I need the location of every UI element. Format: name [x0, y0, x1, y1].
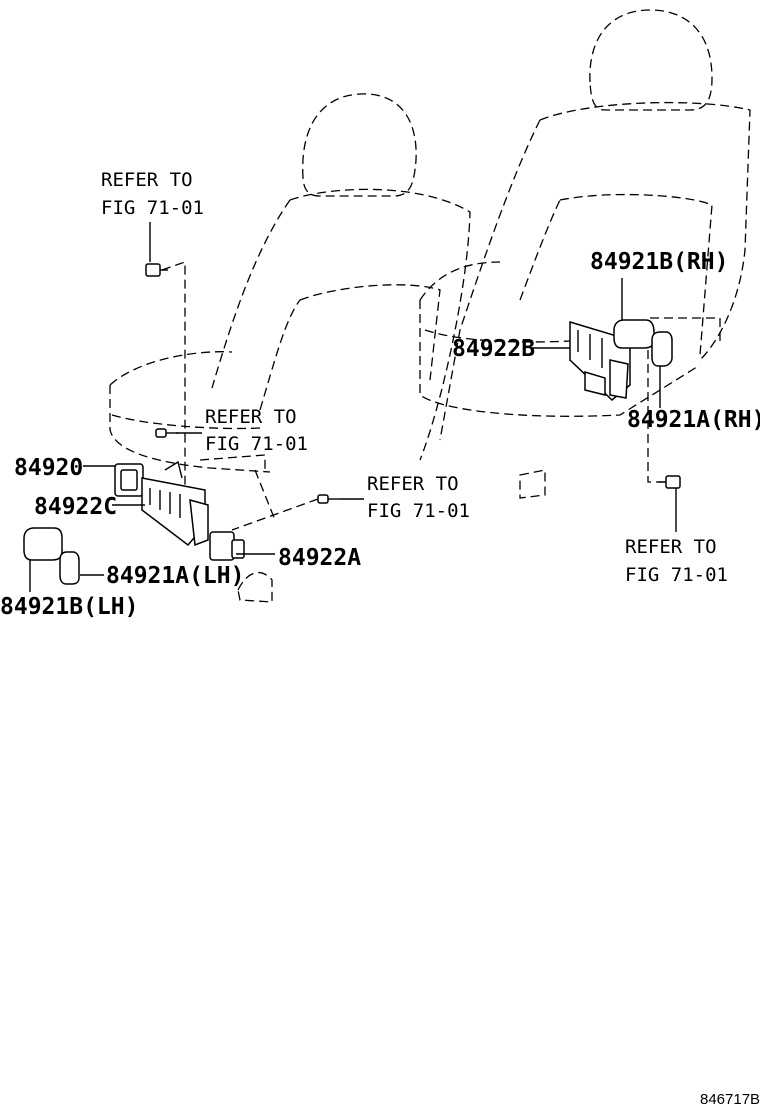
part-label-84921B-LH: 84921B(LH) — [0, 594, 138, 620]
part-label-84921A-LH: 84921A(LH) — [106, 563, 244, 589]
part-label-84922C: 84922C — [34, 494, 117, 520]
refer-label-mid-left-line2: FIG 71-01 — [205, 433, 308, 455]
part-label-84921B-RH: 84921B(RH) — [590, 249, 728, 275]
part-84920-switch — [114, 463, 144, 497]
left-seat-outline — [109, 93, 471, 603]
part-84922A-switch — [209, 531, 245, 561]
dashed-guide-right — [647, 350, 666, 483]
leader-lines — [29, 222, 677, 592]
part-84921A-RH-knob — [651, 331, 673, 367]
refer-label-mid-center-line1: REFER TO — [367, 473, 459, 495]
part-84921A-LH-knob — [59, 551, 80, 585]
bolt-top-left — [145, 263, 168, 277]
refer-label-top-left-line1: REFER TO — [101, 169, 193, 191]
bolt-mid-center — [317, 494, 340, 504]
refer-label-right-line2: FIG 71-01 — [625, 564, 728, 586]
figure-code: 846717B — [700, 1091, 760, 1108]
dashed-guide-mid-center — [231, 498, 319, 531]
refer-label-mid-left-line1: REFER TO — [205, 406, 297, 428]
part-84921B-RH-knob — [613, 319, 655, 349]
bolt-mid-left — [155, 428, 178, 438]
refer-label-top-left-line2: FIG 71-01 — [101, 197, 204, 219]
part-label-84921A-RH: 84921A(RH) — [627, 407, 760, 433]
refer-label-mid-center-line2: FIG 71-01 — [367, 500, 470, 522]
refer-label-right-line1: REFER TO — [625, 536, 717, 558]
part-84922C-bracket — [141, 460, 209, 547]
part-84921B-LH-knob — [23, 527, 63, 561]
part-label-84922B: 84922B — [452, 336, 535, 362]
dashed-guide-top-left — [161, 261, 186, 490]
part-label-84922A: 84922A — [278, 545, 361, 571]
part-label-84920: 84920 — [14, 455, 83, 481]
